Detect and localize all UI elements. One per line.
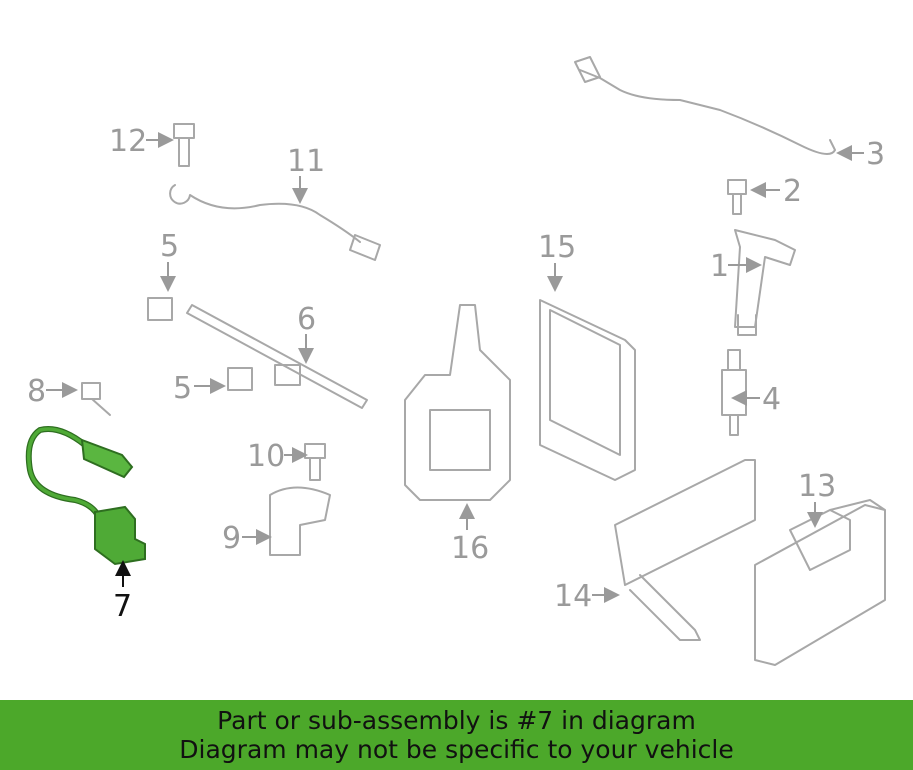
callout-5-upper: 5 [160,229,179,292]
part-11-sensor-cable[interactable] [169,184,381,261]
part-4-spark-plug[interactable] [721,349,747,436]
callout-5-lower: 5 [173,371,226,406]
svg-text:1: 1 [710,249,729,284]
svg-text:3: 3 [866,137,885,172]
callout-16: 16 [451,503,489,566]
svg-text:2: 2 [783,174,802,209]
part-15-ecu-cover[interactable] [539,299,636,481]
callout-13: 13 [798,469,836,528]
svg-text:11: 11 [287,144,325,179]
part-10-bolt[interactable] [304,443,326,481]
part-2-bolt[interactable] [727,179,747,215]
callout-12: 12 [109,124,174,159]
callout-9: 9 [222,521,272,556]
callout-14: 14 [554,579,620,614]
part-7-oxygen-sensor[interactable] [25,426,146,566]
callout-1: 1 [710,249,762,284]
part-6-bracket[interactable] [186,304,368,409]
callout-6: 6 [297,302,316,364]
svg-text:14: 14 [554,579,592,614]
svg-text:10: 10 [247,439,285,474]
svg-text:15: 15 [538,230,576,265]
svg-text:9: 9 [222,521,241,556]
svg-text:12: 12 [109,124,147,159]
svg-text:6: 6 [297,302,316,337]
svg-text:8: 8 [27,374,46,409]
part-1-ignition-coil[interactable] [734,229,796,336]
svg-text:16: 16 [451,531,489,566]
diagram-canvas: 1 2 3 4 5 5 6 7 8 9 10 11 12 13 14 15 16 [25,56,886,666]
svg-text:5: 5 [173,371,192,406]
part-14-bracket[interactable] [614,459,756,641]
part-5-connector-lower[interactable] [227,367,253,391]
info-banner: Part or sub-assembly is #7 in diagram Di… [0,700,913,770]
part-16-bracket[interactable] [404,304,511,501]
callout-4: 4 [731,382,781,417]
part-12-bolt[interactable] [173,123,195,167]
callout-15: 15 [538,230,576,292]
callout-11: 11 [287,144,325,204]
part-5-connector-upper[interactable] [147,297,173,321]
banner-line-2: Diagram may not be specific to your vehi… [179,735,734,764]
callout-7: 7 [113,560,132,624]
callout-2: 2 [750,174,802,209]
part-13-ecu[interactable] [754,499,886,666]
callout-3: 3 [836,137,885,172]
part-3-wiring-harness[interactable] [574,56,836,155]
svg-text:5: 5 [160,229,179,264]
part-8-bolt[interactable] [81,382,111,416]
svg-text:13: 13 [798,469,836,504]
banner-line-1: Part or sub-assembly is #7 in diagram [217,706,696,735]
svg-text:4: 4 [762,382,781,417]
part-9-sensor[interactable] [269,486,331,556]
callout-8: 8 [27,374,78,409]
callout-10: 10 [247,439,308,474]
svg-text:7: 7 [113,589,132,624]
